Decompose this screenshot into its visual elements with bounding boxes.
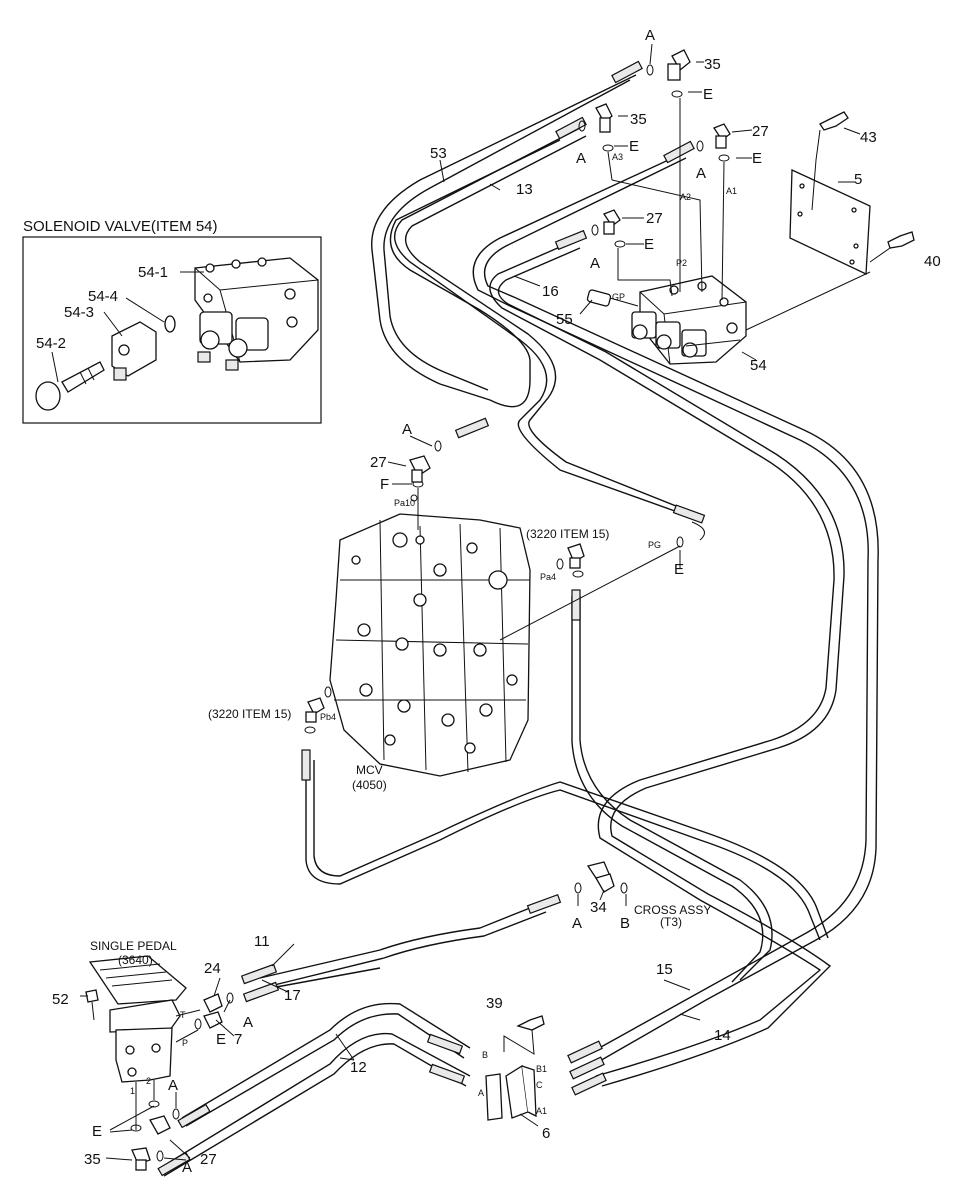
callout-A: A [402,421,412,438]
callout-27: 27 [200,1151,217,1168]
solenoid-valve-inset: SOLENOID VALVE(ITEM 54) 54-1 54-4 54-3 5… [22,218,322,424]
port-Pb4: Pb4 [320,712,336,722]
hose-fittings [157,60,706,1177]
label-54-3: 54-3 [64,304,94,321]
port-A: A [478,1088,484,1098]
callout-12: 12 [350,1059,367,1076]
callout-24: 24 [204,960,221,977]
callout-A: A [696,165,706,182]
callout-55: 55 [556,311,573,328]
callout-54: 54 [750,357,767,374]
callout-F: F [380,476,389,493]
callout-27: 27 [752,123,769,140]
callout-53: 53 [430,145,447,162]
callout-27: 27 [370,454,387,471]
pedal-ref: (3640) [118,953,153,967]
callout-A: A [645,27,655,44]
mcv-fittings [304,455,705,734]
mcv-block [329,513,531,777]
callout-A: A [168,1077,178,1094]
callout-E: E [92,1123,102,1140]
port-1: 1 [130,1086,135,1096]
port-B: B [482,1050,488,1060]
hose-bundle-15-14 [472,149,879,1087]
callout-40: 40 [924,253,941,270]
callout-labels: A 35 E 35 27 E A A E 43 5 40 53 13 27 E … [52,27,941,1176]
hose-12 [159,1002,471,1177]
callout-52: 52 [52,991,69,1008]
hose-11-17 [259,903,547,991]
callout-E: E [216,1031,226,1048]
port-C: C [536,1080,543,1090]
callout-5: 5 [854,171,862,188]
label-54-1: 54-1 [138,264,168,281]
port-B1: B1 [536,1064,547,1074]
port-P: P [182,1038,188,1048]
callout-15: 15 [656,961,673,978]
port-A2: A2 [680,192,691,202]
callout-A: A [590,255,600,272]
callout-E: E [629,138,639,155]
ref-3220-left: (3220 ITEM 15) [208,707,291,721]
port-GP: GP [612,292,625,302]
mcv-name: MCV [356,763,383,777]
callout-35: 35 [630,111,647,128]
callout-B: B [620,915,630,932]
inset-title: SOLENOID VALVE(ITEM 54) [23,218,218,235]
single-pedal [85,955,234,1171]
ref-3220-top: (3220 ITEM 15) [526,527,609,541]
assembly-labels: (3220 ITEM 15) (3220 ITEM 15) MCV (4050)… [90,527,711,967]
mcv-ref: (4050) [352,778,387,792]
callout-35: 35 [704,56,721,73]
callout-6: 6 [542,1125,550,1142]
cross-ref: (T3) [660,915,682,929]
callout-E: E [752,150,762,167]
callout-39: 39 [486,995,503,1012]
callout-35: 35 [84,1151,101,1168]
port-A1-top: A1 [726,186,737,196]
port-A1: A1 [536,1106,547,1116]
callout-A: A [576,150,586,167]
callout-A: A [243,1014,253,1031]
callout-A: A [572,915,582,932]
block-6 [485,861,628,1121]
callout-17: 17 [284,987,301,1004]
port-Pa10: Pa10 [394,498,415,508]
port-Pa4: Pa4 [540,572,556,582]
port-PG: PG [648,540,661,550]
callout-11: 11 [254,933,270,950]
leader-lines-top [607,43,891,361]
port-T: T [180,1010,186,1020]
callout-43: 43 [860,129,877,146]
callout-34: 34 [590,899,607,916]
callout-leaders [80,159,701,1161]
cross-name: CROSS ASSY [634,903,711,917]
port-labels: A3 A2 A1 P2 GP Pa10 Pa4 PG Pb4 T P 1 2 B… [130,152,737,1116]
label-54-4: 54-4 [88,288,118,305]
port-2: 2 [146,1076,151,1086]
callout-E: E [674,561,684,578]
port-A3: A3 [612,152,623,162]
callout-E: E [644,236,654,253]
port-P2: P2 [676,258,687,268]
callout-E: E [703,86,713,103]
solenoid-valve-54 [631,275,747,365]
callout-16: 16 [542,283,559,300]
callout-A: A [182,1159,192,1176]
pedal-name: SINGLE PEDAL [90,939,177,953]
label-54-2: 54-2 [36,335,66,352]
callout-13: 13 [516,181,533,198]
callout-27: 27 [646,210,663,227]
o-rings-top [412,64,730,548]
hose-mcv-lower [305,596,829,983]
callout-7: 7 [234,1031,242,1048]
callout-14: 14 [714,1027,731,1044]
top-fittings [586,49,915,307]
hose-bundle-53-13 [371,74,701,521]
